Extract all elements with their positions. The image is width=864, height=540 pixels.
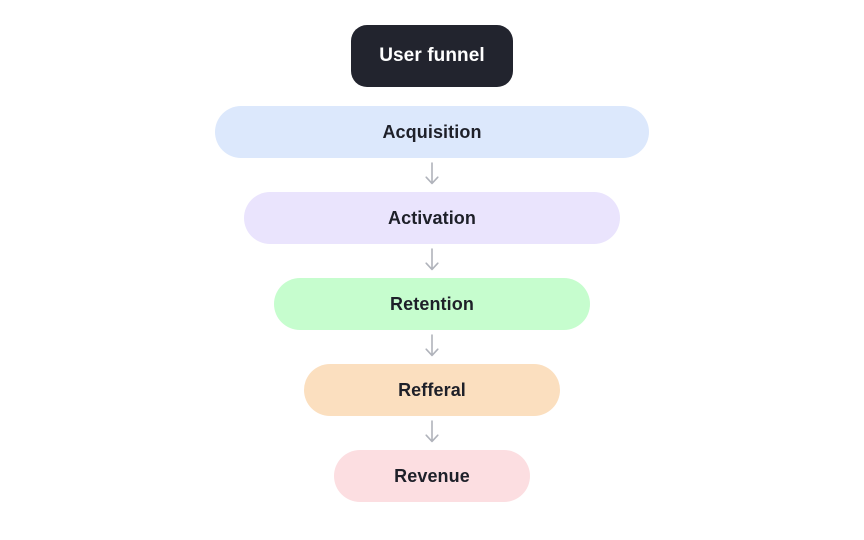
funnel-stage-label: Refferal — [398, 379, 466, 400]
funnel-stage-label: Acquisition — [382, 121, 482, 142]
arrow-down-icon — [425, 248, 439, 271]
funnel-stage-label: Activation — [387, 207, 476, 228]
funnel-stage-refferal[interactable]: Refferal — [304, 364, 560, 416]
arrow-down-icon — [425, 162, 439, 185]
funnel-stage-acquisition[interactable]: Acquisition — [215, 106, 649, 158]
funnel-stage-retention[interactable]: Retention — [274, 278, 590, 330]
arrow-down-icon — [425, 420, 439, 443]
funnel-stage-revenue[interactable]: Revenue — [334, 450, 530, 502]
funnel-connector-4 — [424, 416, 440, 450]
funnel-stage-label: Revenue — [394, 465, 470, 486]
funnel-connector-1 — [424, 158, 440, 192]
funnel-title-pill: User funnel — [351, 25, 513, 87]
page-title: User funnel — [379, 45, 485, 66]
funnel-connector-2 — [424, 244, 440, 278]
funnel-stage-label: Retention — [390, 293, 474, 314]
funnel-stage-activation[interactable]: Activation — [244, 192, 620, 244]
arrow-down-icon — [425, 334, 439, 357]
funnel-connector-3 — [424, 330, 440, 364]
